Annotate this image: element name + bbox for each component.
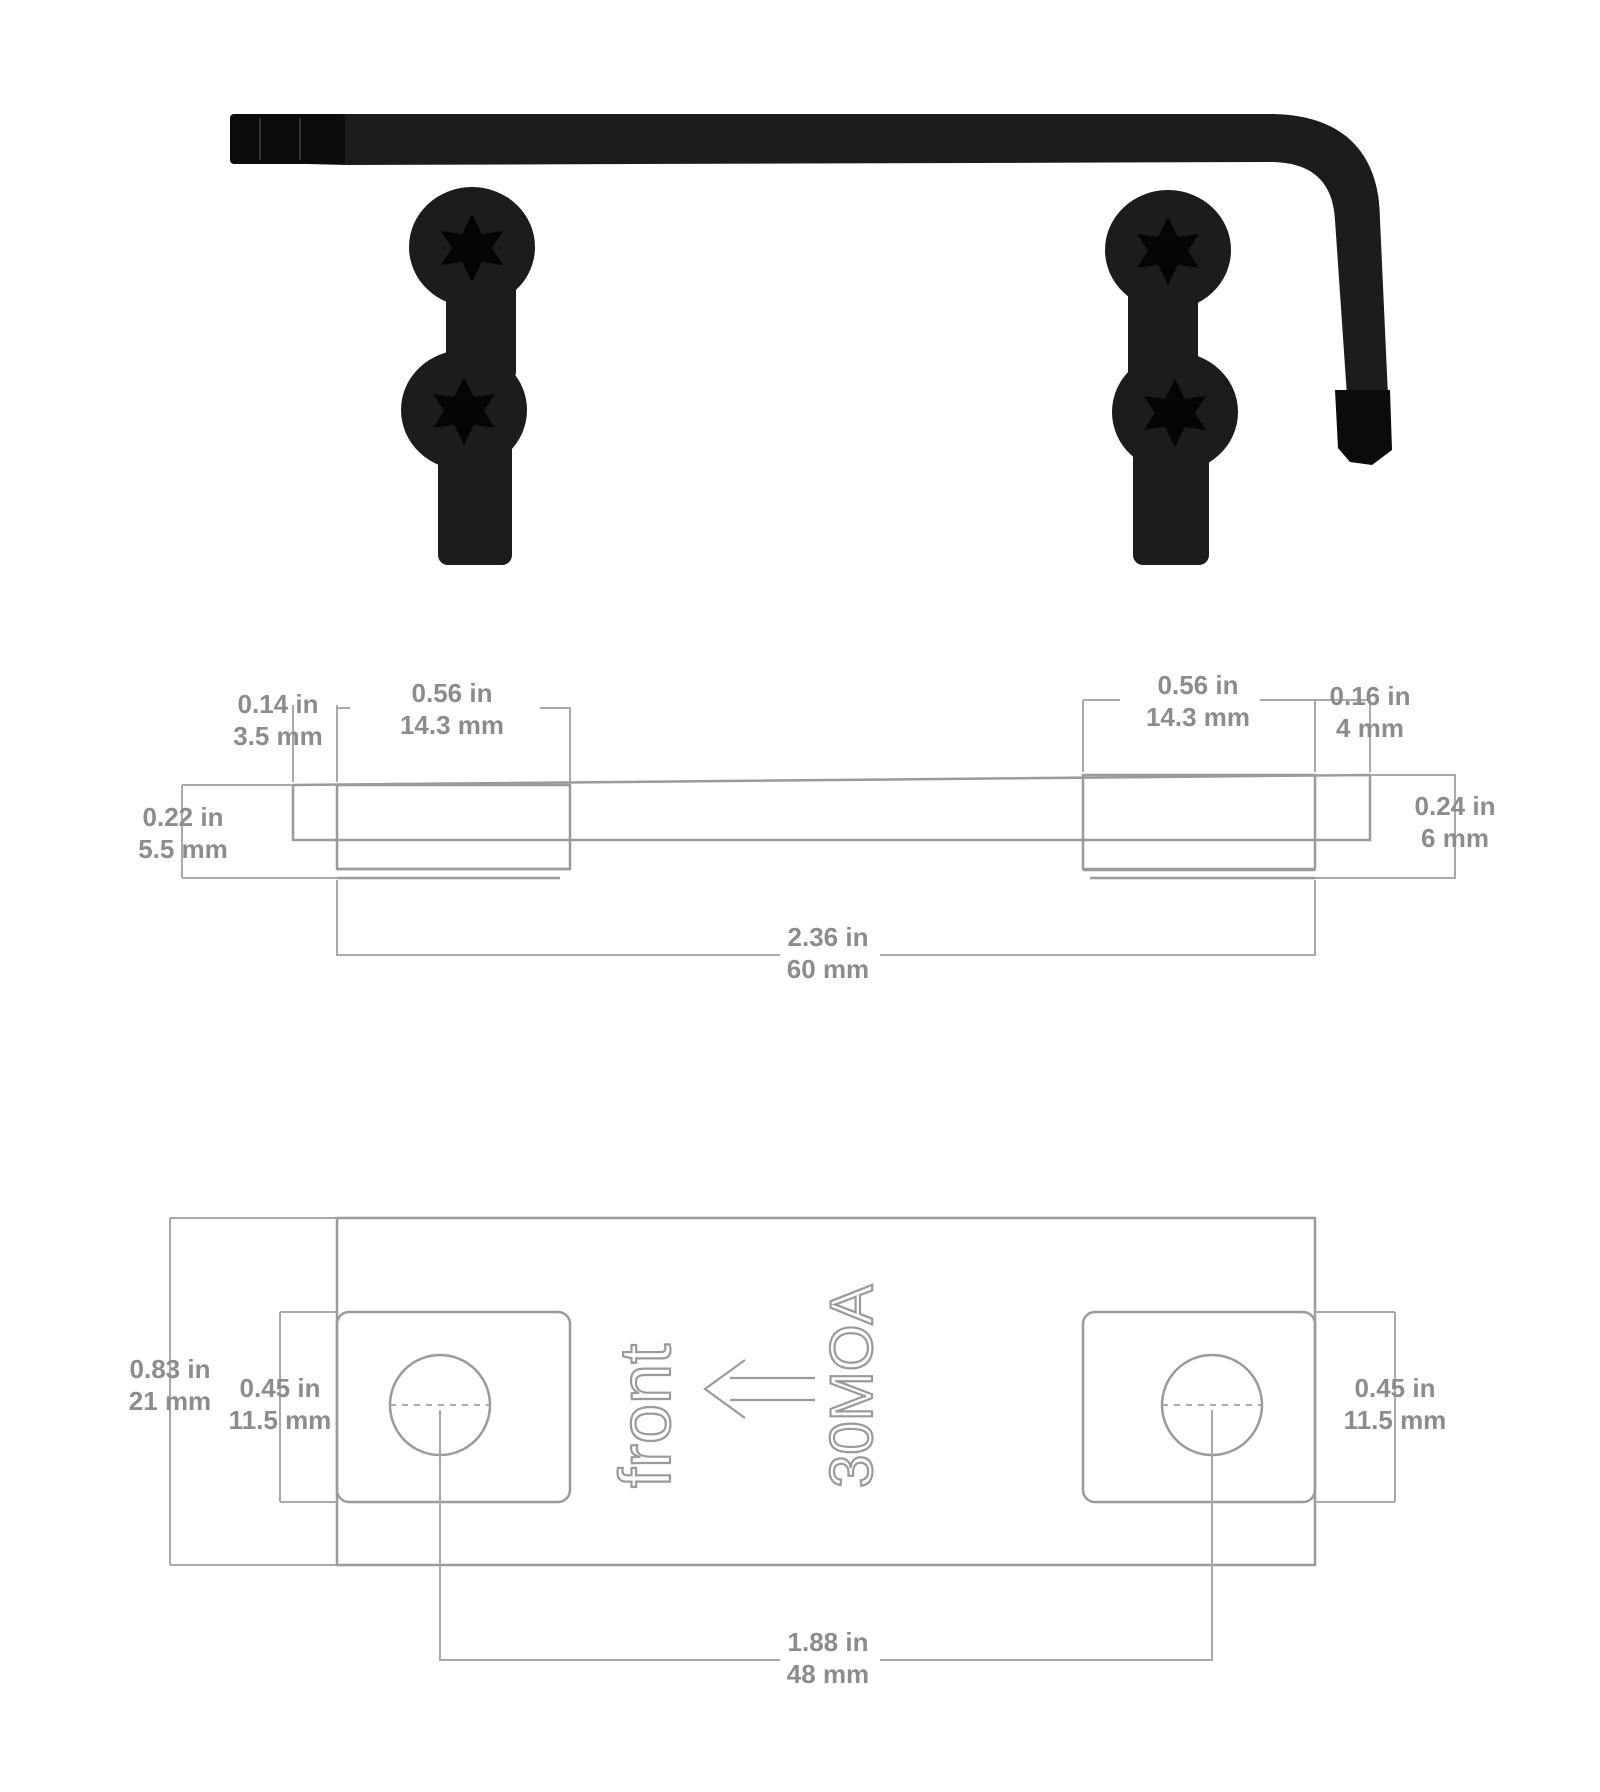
right-mount-pad — [1081, 1310, 1317, 1504]
side-view-body — [291, 773, 1372, 842]
side-view: 0.14 in 3.5 mm 0.56 in 14.3 mm 0.56 in 1… — [138, 670, 1495, 984]
hole-spacing-mm: 48 mm — [787, 1659, 869, 1689]
overall-length-in: 2.36 in — [788, 922, 869, 952]
torx-cap-screw-icon — [1105, 190, 1231, 390]
overall-length-mm: 60 mm — [787, 954, 869, 984]
left-end-dim-mm: 3.5 mm — [233, 721, 323, 751]
left-pad-height-mm: 11.5 mm — [229, 1405, 332, 1435]
right-pad-outline — [1081, 773, 1317, 871]
right-height-mm: 6 mm — [1421, 823, 1489, 853]
torx-cap-screw-icon — [401, 350, 527, 565]
left-height-mm: 5.5 mm — [138, 834, 228, 864]
right-pad-height-in: 0.45 in — [1355, 1373, 1436, 1403]
overall-width-mm: 21 mm — [129, 1386, 211, 1416]
left-height-in: 0.22 in — [143, 802, 224, 832]
overall-width-in: 0.83 in — [130, 1354, 211, 1384]
left-end-dim-in: 0.14 in — [238, 689, 319, 719]
right-pad-width-mm: 14.3 mm — [1146, 702, 1250, 732]
left-mount-pad — [335, 1310, 572, 1504]
hole-spacing-in: 1.88 in — [788, 1627, 869, 1657]
engraving-front: front — [606, 1344, 686, 1488]
torx-cap-screw-icon — [409, 187, 535, 380]
torx-cap-screw-icon — [1112, 352, 1238, 565]
right-pad-width-in: 0.56 in — [1158, 670, 1239, 700]
engraving-30moa: 30MOA — [818, 1285, 885, 1488]
right-height-in: 0.24 in — [1415, 791, 1496, 821]
arrow-left-icon — [703, 1359, 815, 1419]
left-pad-height-in: 0.45 in — [240, 1373, 321, 1403]
left-pad-width-mm: 14.3 mm — [400, 710, 504, 740]
right-end-dim-in: 0.16 in — [1330, 681, 1411, 711]
right-end-dim-mm: 4 mm — [1336, 713, 1404, 743]
right-pad-height-mm: 11.5 mm — [1344, 1405, 1447, 1435]
top-view: front 30MOA 0.83 in 21 mm 0.45 in 11.5 m… — [129, 1216, 1447, 1689]
left-pad-width-in: 0.56 in — [412, 678, 493, 708]
left-pad-outline — [335, 783, 572, 871]
torx-l-wrench-icon — [230, 114, 1392, 465]
